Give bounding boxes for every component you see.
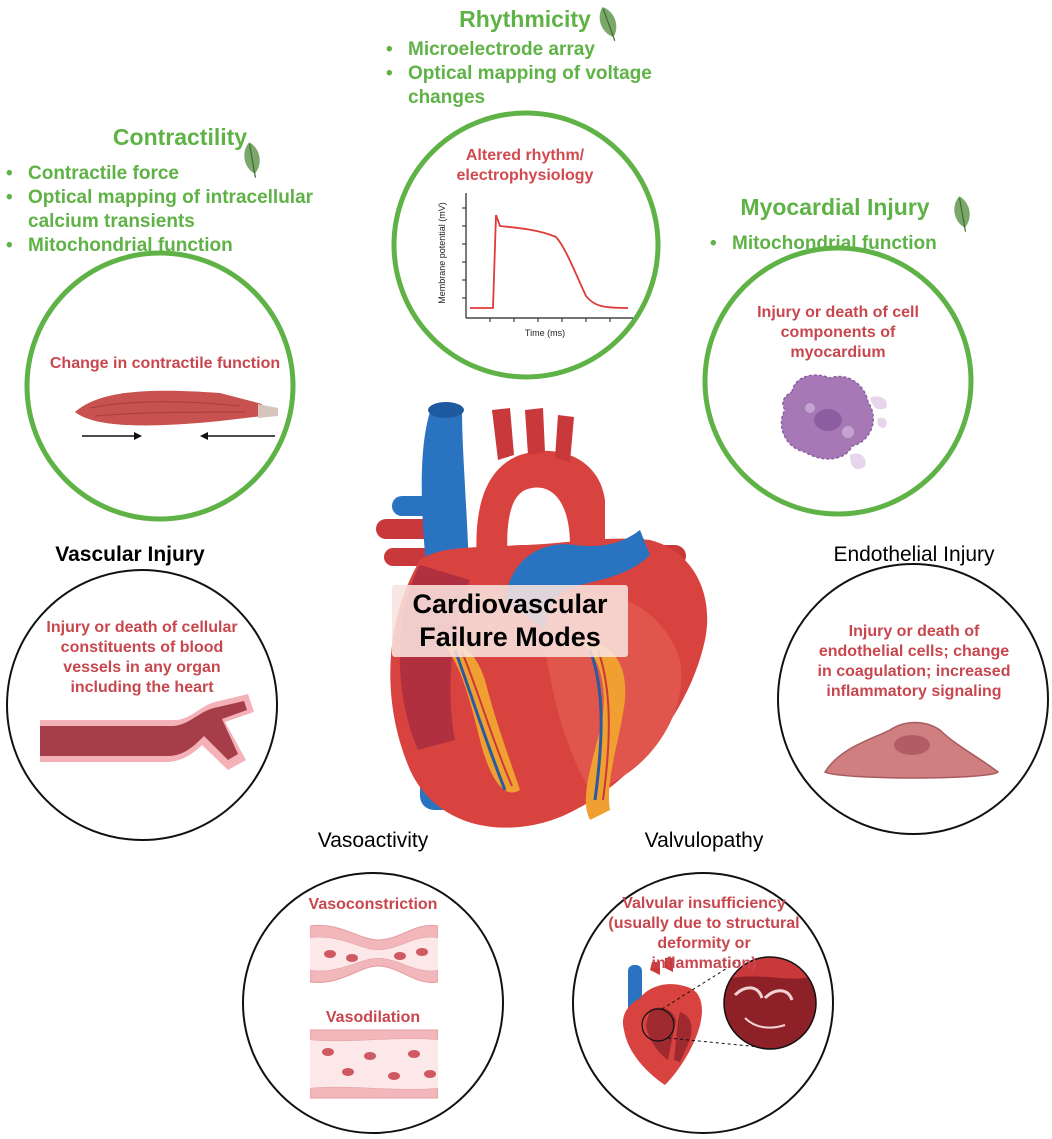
vasoactivity-title: Vasoactivity bbox=[317, 829, 429, 852]
center-title: Cardiovascular Failure Modes bbox=[392, 585, 628, 657]
valvulopathy-title: Valvulopathy bbox=[644, 829, 764, 852]
rhythmicity-list: Microelectrode array Optical mapping of … bbox=[386, 38, 686, 110]
leaf-icon bbox=[954, 196, 970, 232]
vasoactivity-circle bbox=[242, 872, 504, 1134]
y-axis-label: Membrane potential (mV) bbox=[437, 202, 447, 304]
list-item: Contractile force bbox=[6, 162, 346, 186]
endothelial-injury-circle bbox=[777, 563, 1049, 835]
vascular-injury-circle bbox=[6, 569, 278, 841]
vascular-injury-title: Vascular Injury bbox=[55, 543, 205, 566]
blood-vessel-illustration bbox=[40, 694, 254, 770]
valvulopathy-caption: Valvular insufficiency (usually due to s… bbox=[608, 895, 800, 972]
myocardial-injury-title: Myocardial Injury bbox=[740, 194, 930, 220]
center-title-line: Cardiovascular bbox=[412, 589, 608, 619]
endothelial-injury-caption: Injury or death of endothelial cells; ch… bbox=[817, 623, 1011, 700]
list-item: Mitochondrial function bbox=[710, 232, 970, 256]
rhythmicity-caption: Altered rhythm/ electrophysiology bbox=[456, 147, 594, 184]
rhythmicity-title: Rhythmicity bbox=[459, 6, 591, 32]
valve-heart-illustration bbox=[622, 956, 817, 1085]
leaf-icon bbox=[599, 6, 617, 41]
list-item: Mitochondrial function bbox=[6, 234, 346, 258]
contractility-list: Contractile force Optical mapping of int… bbox=[6, 162, 346, 258]
contractility-caption: Change in contractile function bbox=[49, 355, 281, 372]
damaged-cell-illustration bbox=[780, 374, 887, 470]
muscle-fiber-illustration bbox=[75, 390, 278, 440]
rhythmicity-circle bbox=[391, 110, 661, 380]
vessel-section-illustration bbox=[310, 918, 438, 1100]
list-item: Microelectrode array bbox=[386, 38, 686, 62]
x-axis-label: Time (ms) bbox=[524, 328, 566, 338]
contractility-circle bbox=[24, 250, 296, 522]
center-title-line: Failure Modes bbox=[419, 622, 601, 652]
contractility-title: Contractility bbox=[112, 124, 248, 150]
action-potential-chart bbox=[462, 193, 633, 322]
list-item: Optical mapping of intracellular calcium… bbox=[6, 186, 346, 234]
vasoconstriction-label: Vasoconstriction bbox=[308, 896, 438, 913]
myocardial-injury-caption: Injury or death of cell components of my… bbox=[757, 304, 919, 361]
endothelial-injury-title: Endothelial Injury bbox=[833, 543, 995, 566]
list-item: Optical mapping of voltage changes bbox=[386, 62, 686, 110]
myocardial-injury-list: Mitochondrial function bbox=[710, 232, 970, 256]
vasodilation-label: Vasodilation bbox=[325, 1009, 421, 1026]
vascular-injury-caption: Injury or death of cellular constituents… bbox=[46, 619, 238, 696]
valvulopathy-circle bbox=[572, 872, 834, 1134]
endothelial-cell-illustration bbox=[823, 721, 1000, 779]
